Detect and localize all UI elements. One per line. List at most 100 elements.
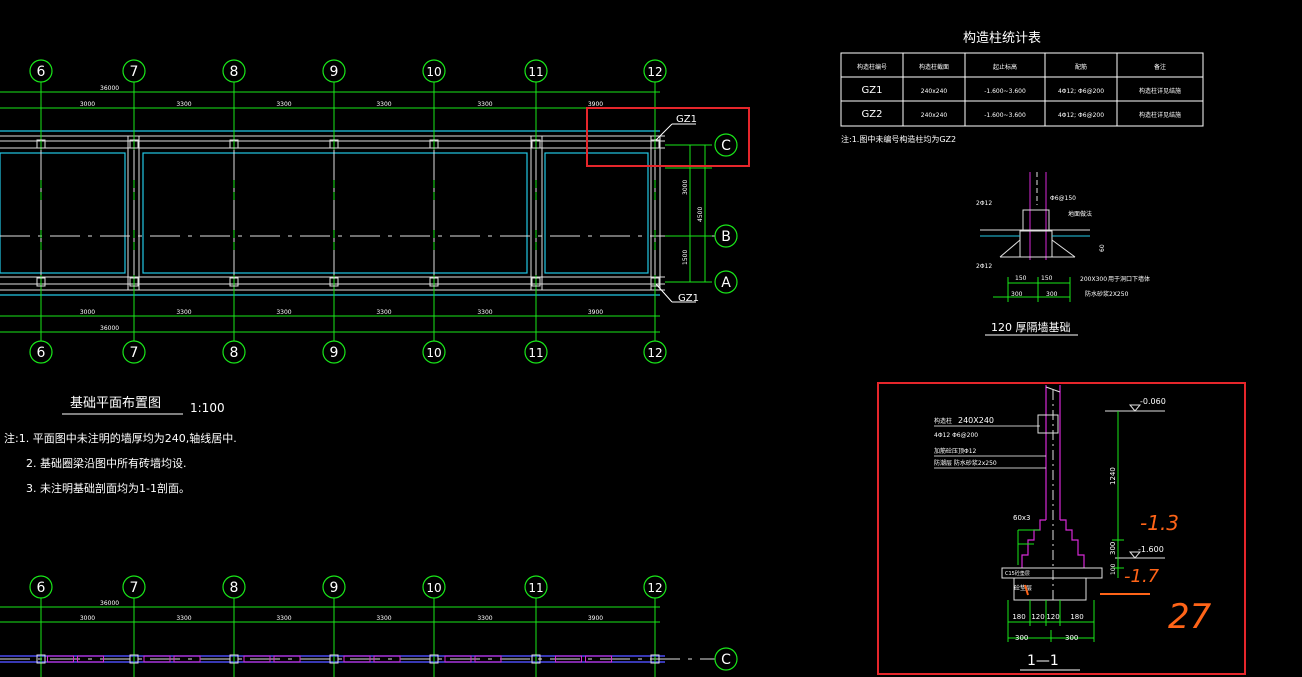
detail-label-stirrup: Φ6@150 [1050,195,1076,202]
lower-span-0: 3000 [80,615,95,622]
table-note: 注:1.图中未编号构造柱均为GZ2 [841,134,956,144]
section-bottom-dim-3: 180 [1070,613,1083,621]
section-dim-1240: 1240 [1109,467,1117,485]
lower-beam-a-1 [143,655,171,663]
detail-label-use: 用于洞口下墙体 [1108,275,1150,283]
axis-bubble-bottom-7: 7 [122,340,146,364]
section-base-label2: C15砼垫层 [1005,570,1030,577]
axis-bubble-row-B-label: B [721,229,731,245]
handwrite-minus-1-7: -1.7 [1124,566,1160,587]
bottom-span-0: 3000 [80,309,95,316]
axis-bubble-lower-9-label: 9 [330,580,339,596]
plan-column-7-0 [129,139,139,149]
lower-column-12 [650,654,660,664]
table-header-3: 配筋 [1075,63,1087,71]
detail-label-size: 200X300 [1080,276,1107,283]
axis-bubble-row-A: A [714,270,738,294]
axis-bubble-top-11-label: 11 [528,65,543,79]
table-cell-0-2: -1.600~3.600 [984,88,1026,95]
plan-title-block: 基础平面布置图 1:100 注:1. 平面图中未注明的墙厚均为240,轴线居中.… [4,396,237,495]
lower-span-4: 3300 [477,615,492,622]
detail-dim-300a: 300 [1011,291,1023,298]
lower-column-7 [129,654,139,664]
axis-bubble-bottom-10-label: 10 [426,346,441,360]
lower-span-2: 3300 [276,615,291,622]
plan-note-2: 2. 基础圈梁沿图中所有砖墙均设. [26,456,187,470]
plan-column-11-1 [531,277,541,287]
axis-bubble-lower-row-C-label: C [721,652,731,668]
detail-120-title: 120 厚隔墙基础 [991,320,1071,334]
gz1-label-top: GZ1 [676,114,697,125]
lower-span-3: 3300 [376,615,391,622]
plan-column-11-0 [531,139,541,149]
detail-120-wall: 2Φ12 Φ6@150 2Φ12 地面做法 200X300 用于洞口下墙体 防水… [976,172,1150,336]
lower-total-dim: 36000 [100,600,119,607]
section-bottom-dim-2: 120 [1046,613,1059,621]
top-span-0: 3000 [80,101,95,108]
right-dim-3: 1500 [682,250,689,265]
axis-bubble-row-A-label: A [721,275,731,291]
section-1-1: -0.060 -1.600 1240 300 100 构造柱 240X240 4… [877,382,1246,675]
axis-bubble-bottom-9: 9 [322,340,346,364]
axis-bubble-bottom-11: 11 [524,340,548,364]
table-header-0: 构造柱编号 [857,63,887,71]
table-header-4: 备注 [1154,63,1166,71]
lower-column-6 [36,654,46,664]
table-cell-0-0: GZ1 [862,85,883,96]
right-dim-1: 3000 [682,180,689,195]
axis-bubble-bottom-7-label: 7 [130,345,139,361]
axis-bubble-top-7: 7 [122,59,146,83]
detail-label-rebar1: 2Φ12 [976,200,992,207]
bottom-span-2: 3300 [276,309,291,316]
axis-bubble-lower-7: 7 [122,575,146,599]
section-width-300a: 300 [1015,634,1028,642]
section-base-label: 砼垫层 [1014,584,1032,592]
lower-beam-b-1 [173,655,201,663]
plan-column-10-0 [429,139,439,149]
lower-beam-a-0 [47,655,74,663]
section-dim-300: 300 [1109,542,1117,555]
section-elev-bottom: -1.600 [1138,545,1164,554]
plan-note-3: 3. 未注明基础剖面均为1-1剖面。 [26,481,190,495]
table-cell-1-2: -1.600~3.600 [984,112,1026,119]
detail-dim-150b: 150 [1041,275,1053,282]
axis-bubble-top-8-label: 8 [230,64,239,80]
table-cell-0-3: 4Φ12; Φ6@200 [1058,88,1104,95]
lower-column-8 [229,654,239,664]
axis-bubble-lower-10: 10 [422,575,446,599]
total-dim-bottom: 36000 [100,325,119,332]
axis-bubble-lower-12-label: 12 [647,581,662,595]
lower-beam-b-5 [585,655,612,663]
axis-bubble-lower-7-label: 7 [130,580,139,596]
axis-bubble-lower-row-C: C [714,647,738,671]
section-col-size: 240X240 [958,416,994,425]
plan-title: 基础平面布置图 [70,396,161,411]
top-span-4: 3300 [477,101,492,108]
lower-beam-b-2 [273,655,301,663]
table-cell-1-1: 240x240 [921,112,948,119]
axis-bubble-lower-8-label: 8 [230,580,239,596]
lower-beam-b-0 [77,655,104,663]
section-col-label: 构造柱 [934,417,952,425]
axis-bubble-top-9: 9 [322,59,346,83]
axis-bubble-top-6: 6 [29,59,53,83]
axis-bubble-bottom-8-label: 8 [230,345,239,361]
axis-bubble-top-10: 10 [422,59,446,83]
plan-column-8-1 [229,277,239,287]
bottom-span-5: 3900 [588,309,603,316]
section-dim-100: 100 [1110,563,1117,575]
handwrite-27: 27 [1168,597,1212,637]
top-span-5: 3900 [588,101,603,108]
lower-beam-a-4 [444,655,472,663]
axis-bubble-lower-8: 8 [222,575,246,599]
total-dim-top: 36000 [100,85,119,92]
handwrite-minus-1-3: -1.3 [1140,511,1179,535]
detail-dim-150a: 150 [1015,275,1027,282]
plan-column-12-1 [650,277,660,287]
lower-beam-a-2 [243,655,271,663]
detail-label-rebar2: 2Φ12 [976,263,992,270]
axis-bubble-top-7-label: 7 [130,64,139,80]
